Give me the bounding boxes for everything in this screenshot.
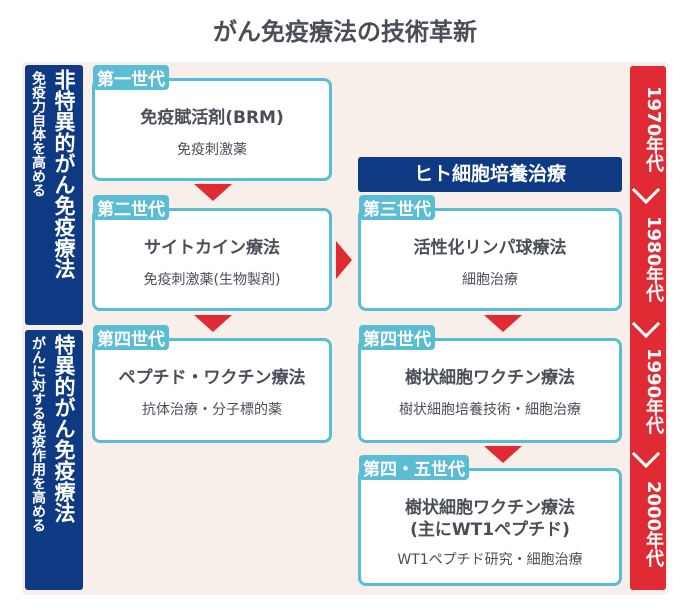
generation-label: 第一世代 [93,65,169,90]
card-main: ペプチド・ワクチン療法 [118,368,306,388]
card-gen3: 第三世代 活性化リンパ球療法 細胞治療 [358,195,622,311]
nonspecific-heading: 非特異的がん免疫療法 [52,69,76,279]
card-gen4-peptide: 第四世代 ペプチド・ワクチン療法 抗体治療・分子標的薬 [92,325,332,443]
nonspecific-label: 非特異的がん免疫療法 免疫力自体を高める [25,65,83,325]
timeline: 1970年代 1980年代 1990年代 2000年代 [630,66,666,590]
specific-desc: がんに対する免疫作用を高める [30,336,46,532]
card-main: サイトカイン療法 [144,238,280,258]
down-arrow-icon [194,315,232,332]
cell-culture-header: ヒト細胞培養治療 [358,157,622,192]
generation-label: 第四世代 [93,325,169,350]
specific-heading: 特異的がん免疫療法 [52,334,76,523]
era-1990s: 1990年代 [643,347,664,435]
card-sub: 細胞治療 [462,272,518,288]
generation-label: 第四・五世代 [359,455,469,480]
card-gen4-dendritic: 第四世代 樹状細胞ワクチン療法 樹状細胞培養技術・細胞治療 [358,325,622,443]
card-sub: 免疫刺激薬(生物製剤) [143,272,281,288]
card-sub: 免疫刺激薬 [177,142,247,158]
card-sub: 樹状細胞培養技術・細胞治療 [399,402,581,418]
card-main: 免疫賦活剤(BRM) [140,108,284,128]
card-gen45: 第四・五世代 樹状細胞ワクチン療法 (主にWT1ペプチド) WT1ペプチド研究・… [358,455,622,586]
card-main: 樹状細胞ワクチン療法 [405,498,575,518]
card-gen2: 第二世代 サイトカイン療法 免疫刺激薬(生物製剤) [92,195,332,311]
generation-label: 第三世代 [359,195,435,220]
down-arrow-icon [194,184,232,201]
down-arrow-icon [484,315,522,332]
card-main: 活性化リンパ球療法 [413,238,567,258]
era-1970s: 1970年代 [643,85,664,173]
down-arrow-icon [484,446,522,463]
era-2000s: 2000年代 [643,480,664,568]
card-sub: 抗体治療・分子標的薬 [142,402,282,418]
card-main-2: (主にWT1ペプチド) [410,520,570,540]
era-1980s: 1980年代 [643,215,664,303]
card-gen1: 第一世代 免疫賦活剤(BRM) 免疫刺激薬 [92,65,332,181]
card-main: 樹状細胞ワクチン療法 [405,368,575,388]
specific-label: 特異的がん免疫療法 がんに対する免疫作用を高める [25,330,83,590]
page-title: がん免疫療法の技術革新 [213,18,477,46]
generation-label: 第二世代 [93,195,169,220]
generation-label: 第四世代 [359,325,435,350]
card-sub: WT1ペプチド研究・細胞治療 [397,552,583,568]
right-arrow-icon [336,241,352,279]
nonspecific-desc: 免疫力自体を高める [30,71,46,197]
